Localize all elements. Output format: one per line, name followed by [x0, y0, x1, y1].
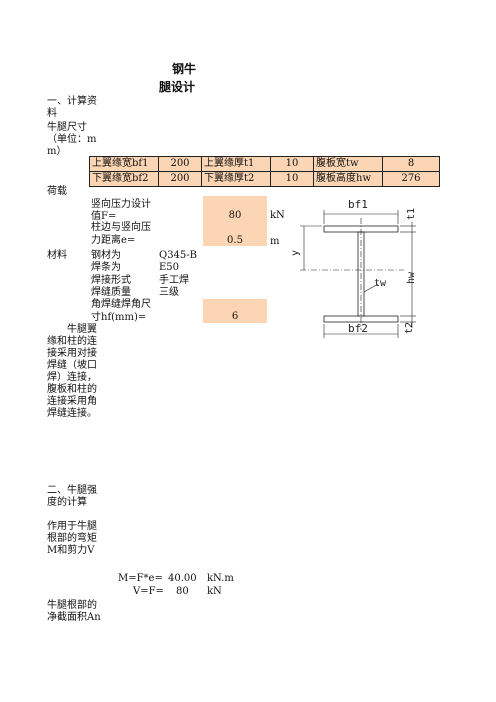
table-cell: 200	[158, 171, 202, 187]
table-cell: 10	[270, 171, 314, 187]
label-bf2: bf2	[348, 322, 368, 335]
ecc-value: 0.5	[227, 235, 243, 246]
materials-heading: 材料	[47, 250, 67, 261]
label-t1: t1	[406, 208, 417, 220]
label-tw: tw	[374, 278, 387, 289]
moment-value: 40.00	[168, 573, 197, 584]
shear-unit: kN	[207, 586, 222, 597]
ecc-label-a: 柱边与竖向压	[91, 222, 151, 233]
page-title-line2: 腿设计	[159, 80, 196, 94]
table-cell: 200	[158, 156, 202, 172]
net-area-label: 牛腿根部的净截面积An	[47, 600, 101, 623]
weld-form-label: 焊接形式	[91, 275, 131, 286]
table-cell: 上翼缘厚t1	[201, 156, 271, 172]
label-hw: hw	[406, 271, 417, 284]
section1-heading: 一、计算资料	[47, 96, 97, 119]
weld-quality-value: 三级	[159, 287, 179, 298]
label-y: y	[290, 250, 301, 256]
force-unit: kN	[270, 210, 285, 221]
page-title-line1: 钢牛	[172, 62, 197, 76]
table-cell: 276	[382, 171, 440, 187]
fillet-label-a: 角焊缝焊角尺	[91, 299, 151, 310]
table-cell: 下翼缘宽bf2	[89, 171, 159, 187]
fillet-input-bg	[203, 299, 267, 323]
force-value: 80	[228, 210, 242, 221]
ibeam-section-diagram: bf1 bf2 t1 hw t2 y tw	[286, 188, 426, 348]
connection-note: 牛腿翼缘和柱的连接采用对接焊缝（坡口焊）连接，腹板和柱的连接采用角焊缝连接。	[47, 324, 97, 419]
shear-value: 80	[176, 586, 189, 597]
table-cell: 下翼缘厚t2	[201, 171, 271, 187]
force-label-b: 值F=	[91, 211, 117, 222]
steel-value: Q345-B	[159, 250, 198, 261]
fillet-label-b: 寸hf(mm)=	[91, 312, 147, 323]
table-cell: 上翼缘宽bf1	[89, 156, 159, 172]
weld-form-value: 手工焊	[159, 275, 189, 286]
force-input-bg	[203, 196, 267, 246]
table-row: 下翼缘宽bf2 200 下翼缘厚t2 10 腹板高度hw 276	[89, 171, 440, 187]
shear-label: V=F=	[133, 586, 164, 597]
table-cell: 腹板宽tw	[313, 156, 383, 172]
table-cell: 腹板高度hw	[313, 171, 383, 187]
dims-label: 牛腿尺寸（单位：mm）	[47, 122, 97, 157]
label-bf1: bf1	[348, 198, 368, 211]
force-label-a: 竖向压力设计	[91, 199, 151, 210]
moment-label: M=F*e=	[118, 573, 163, 584]
fillet-value: 6	[231, 311, 239, 322]
label-t2: t2	[404, 322, 415, 334]
dimensions-table: 上翼缘宽bf1 200 上翼缘厚t1 10 腹板宽tw 8 下翼缘宽bf2 20…	[89, 156, 440, 187]
section2-desc: 作用于牛腿根部的弯矩M和剪力V	[47, 521, 97, 556]
table-cell: 10	[270, 156, 314, 172]
steel-label: 钢材为	[91, 250, 121, 261]
loads-heading: 荷载	[47, 186, 67, 197]
section2-heading: 二、牛腿强度的计算	[47, 485, 97, 508]
table-cell: 8	[382, 156, 440, 172]
ecc-unit: m	[270, 236, 280, 247]
rod-value: E50	[159, 262, 180, 273]
moment-unit: kN.m	[207, 573, 234, 584]
weld-quality-label: 焊缝质量	[91, 287, 131, 298]
table-row: 上翼缘宽bf1 200 上翼缘厚t1 10 腹板宽tw 8	[89, 156, 440, 172]
ecc-label-b: 力距离e=	[91, 235, 136, 246]
rod-label: 焊条为	[91, 262, 121, 273]
